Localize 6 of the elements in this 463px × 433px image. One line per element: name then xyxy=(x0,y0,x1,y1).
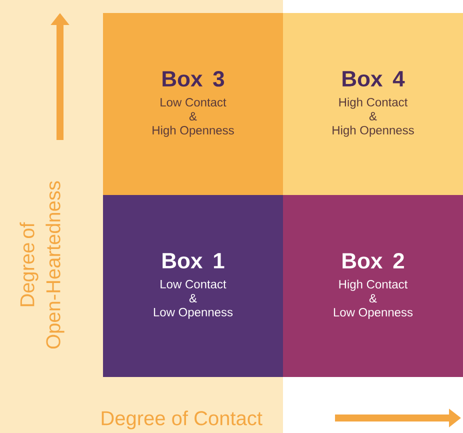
quadrant-box: Box 1 Low Contact & Low Openness xyxy=(103,195,283,377)
quadrant-box: Box 4 High Contact & High Openness xyxy=(283,13,463,195)
quadrant-box: Box 3 Low Contact & High Openness xyxy=(103,13,283,195)
quadrant-box: Box 2 High Contact & Low Openness xyxy=(283,195,463,377)
axis-label: Degree of Contact xyxy=(102,410,262,430)
axis-label: Degree of Open-Heartedness xyxy=(20,181,64,349)
